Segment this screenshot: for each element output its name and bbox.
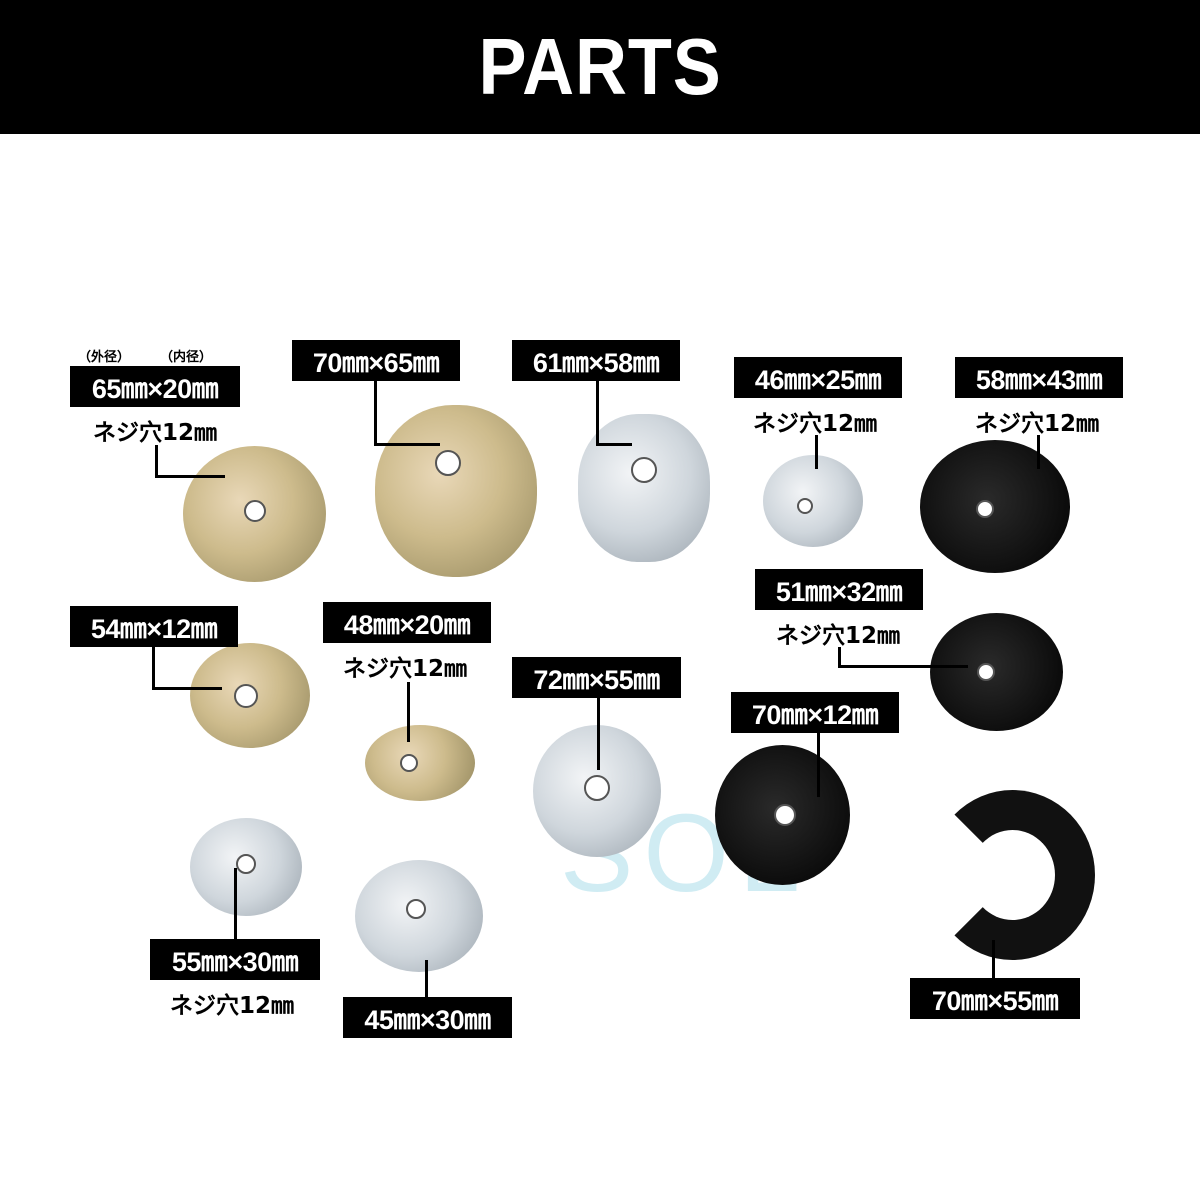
part-size-label-12: 45㎜×30㎜ (343, 997, 512, 1038)
thread-label-9: ネジ穴12㎜ (775, 623, 901, 649)
part-image-4 (763, 455, 863, 547)
part-size-label-4: 46㎜×25㎜ (734, 357, 902, 398)
part-image-13 (930, 790, 1095, 960)
part-size-label-8: 72㎜×55㎜ (512, 657, 681, 698)
part-size-label-6: 54㎜×12㎜ (70, 606, 238, 647)
part-size-label-2: 70㎜×65㎜ (292, 340, 460, 381)
part-image-10 (715, 745, 850, 885)
part-size-label-13: 70㎜×55㎜ (910, 978, 1080, 1019)
inner-diameter-note: （内径） (160, 350, 213, 365)
part-image-2 (375, 405, 537, 577)
part-image-3 (578, 414, 710, 562)
part-image-5 (920, 440, 1070, 573)
part-size-label-9: 51㎜×32㎜ (755, 569, 923, 610)
part-size-label-7: 48㎜×20㎜ (323, 602, 491, 643)
part-size-label-5: 58㎜×43㎜ (955, 357, 1123, 398)
part-size-label-1: 65㎜×20㎜ (70, 366, 240, 407)
part-image-7 (365, 725, 475, 801)
thread-label-4: ネジ穴12㎜ (752, 411, 878, 437)
part-size-label-10: 70㎜×12㎜ (731, 692, 899, 733)
part-image-11 (190, 818, 302, 916)
part-image-9 (930, 613, 1063, 731)
part-size-label-3: 61㎜×58㎜ (512, 340, 680, 381)
part-image-1 (183, 446, 326, 582)
outer-diameter-note: （外径） (78, 350, 131, 365)
part-image-12 (355, 860, 483, 972)
thread-label-11: ネジ穴12㎜ (169, 993, 295, 1019)
page-title: PARTS (478, 22, 722, 111)
header-banner: PARTS (0, 0, 1200, 134)
part-image-6 (190, 643, 310, 748)
thread-label-7: ネジ穴12㎜ (342, 656, 468, 682)
thread-label-5: ネジ穴12㎜ (974, 411, 1100, 437)
part-size-label-11: 55㎜×30㎜ (150, 939, 320, 980)
thread-label-1: ネジ穴12㎜ (92, 420, 218, 446)
